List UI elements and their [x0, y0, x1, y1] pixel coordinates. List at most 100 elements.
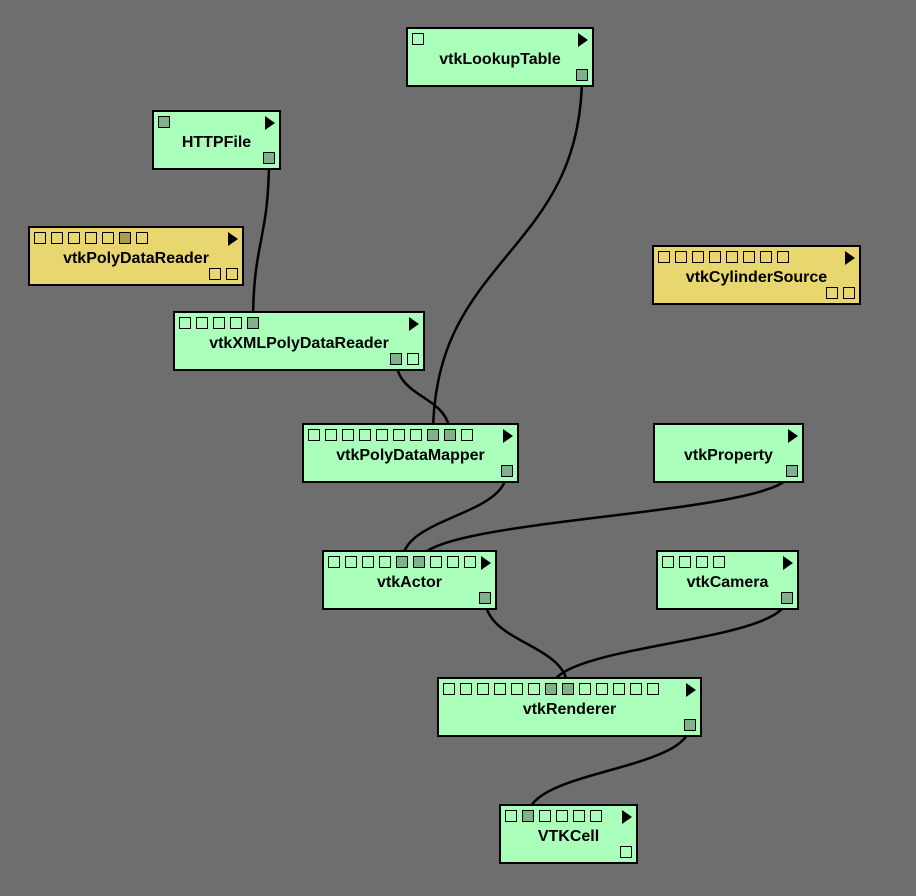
input-port[interactable] [464, 556, 476, 568]
module-vtkActor[interactable]: vtkActor [322, 550, 497, 610]
input-port[interactable] [158, 116, 170, 128]
input-port[interactable] [328, 556, 340, 568]
input-port[interactable] [196, 317, 208, 329]
output-port[interactable] [620, 846, 632, 858]
input-port[interactable] [662, 556, 674, 568]
input-port[interactable] [413, 556, 425, 568]
input-port[interactable] [461, 429, 473, 441]
play-triangle-icon[interactable] [265, 116, 275, 130]
input-port[interactable] [713, 556, 725, 568]
module-vtkCamera[interactable]: vtkCamera [656, 550, 799, 610]
input-port[interactable] [230, 317, 242, 329]
module-vtkRenderer[interactable]: vtkRenderer [437, 677, 702, 737]
input-port[interactable] [342, 429, 354, 441]
input-port[interactable] [443, 683, 455, 695]
input-port[interactable] [696, 556, 708, 568]
input-port[interactable] [777, 251, 789, 263]
input-port[interactable] [345, 556, 357, 568]
input-port[interactable] [379, 556, 391, 568]
output-port[interactable] [263, 152, 275, 164]
input-port[interactable] [494, 683, 506, 695]
module-vtkCylinderSource[interactable]: vtkCylinderSource [652, 245, 861, 305]
input-port[interactable] [427, 429, 439, 441]
connection-lut-map[interactable] [431, 74, 584, 436]
input-port[interactable] [709, 251, 721, 263]
output-port[interactable] [407, 353, 419, 365]
input-port[interactable] [505, 810, 517, 822]
module-vtkPolyDataMapper[interactable]: vtkPolyDataMapper [302, 423, 519, 483]
module-vtkLookupTable[interactable]: vtkLookupTable [406, 27, 594, 87]
input-port[interactable] [511, 683, 523, 695]
input-port[interactable] [430, 556, 442, 568]
input-port[interactable] [412, 33, 424, 45]
input-port[interactable] [679, 556, 691, 568]
output-port[interactable] [479, 592, 491, 604]
play-triangle-icon[interactable] [788, 429, 798, 443]
module-VTKCell[interactable]: VTKCell [499, 804, 638, 864]
input-port[interactable] [743, 251, 755, 263]
connection-ren-cell[interactable] [526, 724, 692, 817]
input-port[interactable] [308, 429, 320, 441]
input-port[interactable] [119, 232, 131, 244]
output-port[interactable] [781, 592, 793, 604]
connection-actor-ren[interactable] [483, 597, 570, 690]
module-vtkPolyDataReader[interactable]: vtkPolyDataReader [28, 226, 244, 286]
input-port[interactable] [556, 810, 568, 822]
input-port[interactable] [51, 232, 63, 244]
input-port[interactable] [573, 810, 585, 822]
input-port[interactable] [658, 251, 670, 263]
module-vtkProperty[interactable]: vtkProperty [653, 423, 804, 483]
output-port[interactable] [684, 719, 696, 731]
play-triangle-icon[interactable] [481, 556, 491, 570]
input-port[interactable] [460, 683, 472, 695]
input-port[interactable] [726, 251, 738, 263]
input-port[interactable] [675, 251, 687, 263]
input-port[interactable] [647, 683, 659, 695]
input-port[interactable] [692, 251, 704, 263]
input-port[interactable] [444, 429, 456, 441]
output-port[interactable] [390, 353, 402, 365]
input-port[interactable] [85, 232, 97, 244]
input-port[interactable] [410, 429, 422, 441]
play-triangle-icon[interactable] [503, 429, 513, 443]
input-port[interactable] [760, 251, 772, 263]
output-port[interactable] [826, 287, 838, 299]
input-port[interactable] [325, 429, 337, 441]
input-port[interactable] [376, 429, 388, 441]
output-port[interactable] [843, 287, 855, 299]
input-port[interactable] [247, 317, 259, 329]
input-port[interactable] [630, 683, 642, 695]
input-port[interactable] [359, 429, 371, 441]
play-triangle-icon[interactable] [845, 251, 855, 265]
connection-prop-actor[interactable] [417, 470, 794, 563]
input-port[interactable] [68, 232, 80, 244]
play-triangle-icon[interactable] [686, 683, 696, 697]
play-triangle-icon[interactable] [783, 556, 793, 570]
input-port[interactable] [613, 683, 625, 695]
connection-http-xml[interactable] [251, 157, 271, 324]
input-port[interactable] [545, 683, 557, 695]
input-port[interactable] [579, 683, 591, 695]
input-port[interactable] [34, 232, 46, 244]
output-port[interactable] [209, 268, 221, 280]
output-port[interactable] [786, 465, 798, 477]
input-port[interactable] [590, 810, 602, 822]
input-port[interactable] [528, 683, 540, 695]
input-port[interactable] [596, 683, 608, 695]
input-port[interactable] [396, 556, 408, 568]
play-triangle-icon[interactable] [622, 810, 632, 824]
play-triangle-icon[interactable] [578, 33, 588, 47]
output-port[interactable] [226, 268, 238, 280]
input-port[interactable] [362, 556, 374, 568]
connection-cam-ren[interactable] [549, 597, 789, 690]
input-port[interactable] [522, 810, 534, 822]
input-port[interactable] [539, 810, 551, 822]
input-port[interactable] [179, 317, 191, 329]
input-port[interactable] [102, 232, 114, 244]
output-port[interactable] [576, 69, 588, 81]
module-vtkXMLPolyDataReader[interactable]: vtkXMLPolyDataReader [173, 311, 425, 371]
input-port[interactable] [393, 429, 405, 441]
input-port[interactable] [447, 556, 459, 568]
connection-map-actor[interactable] [400, 470, 509, 563]
input-port[interactable] [562, 683, 574, 695]
